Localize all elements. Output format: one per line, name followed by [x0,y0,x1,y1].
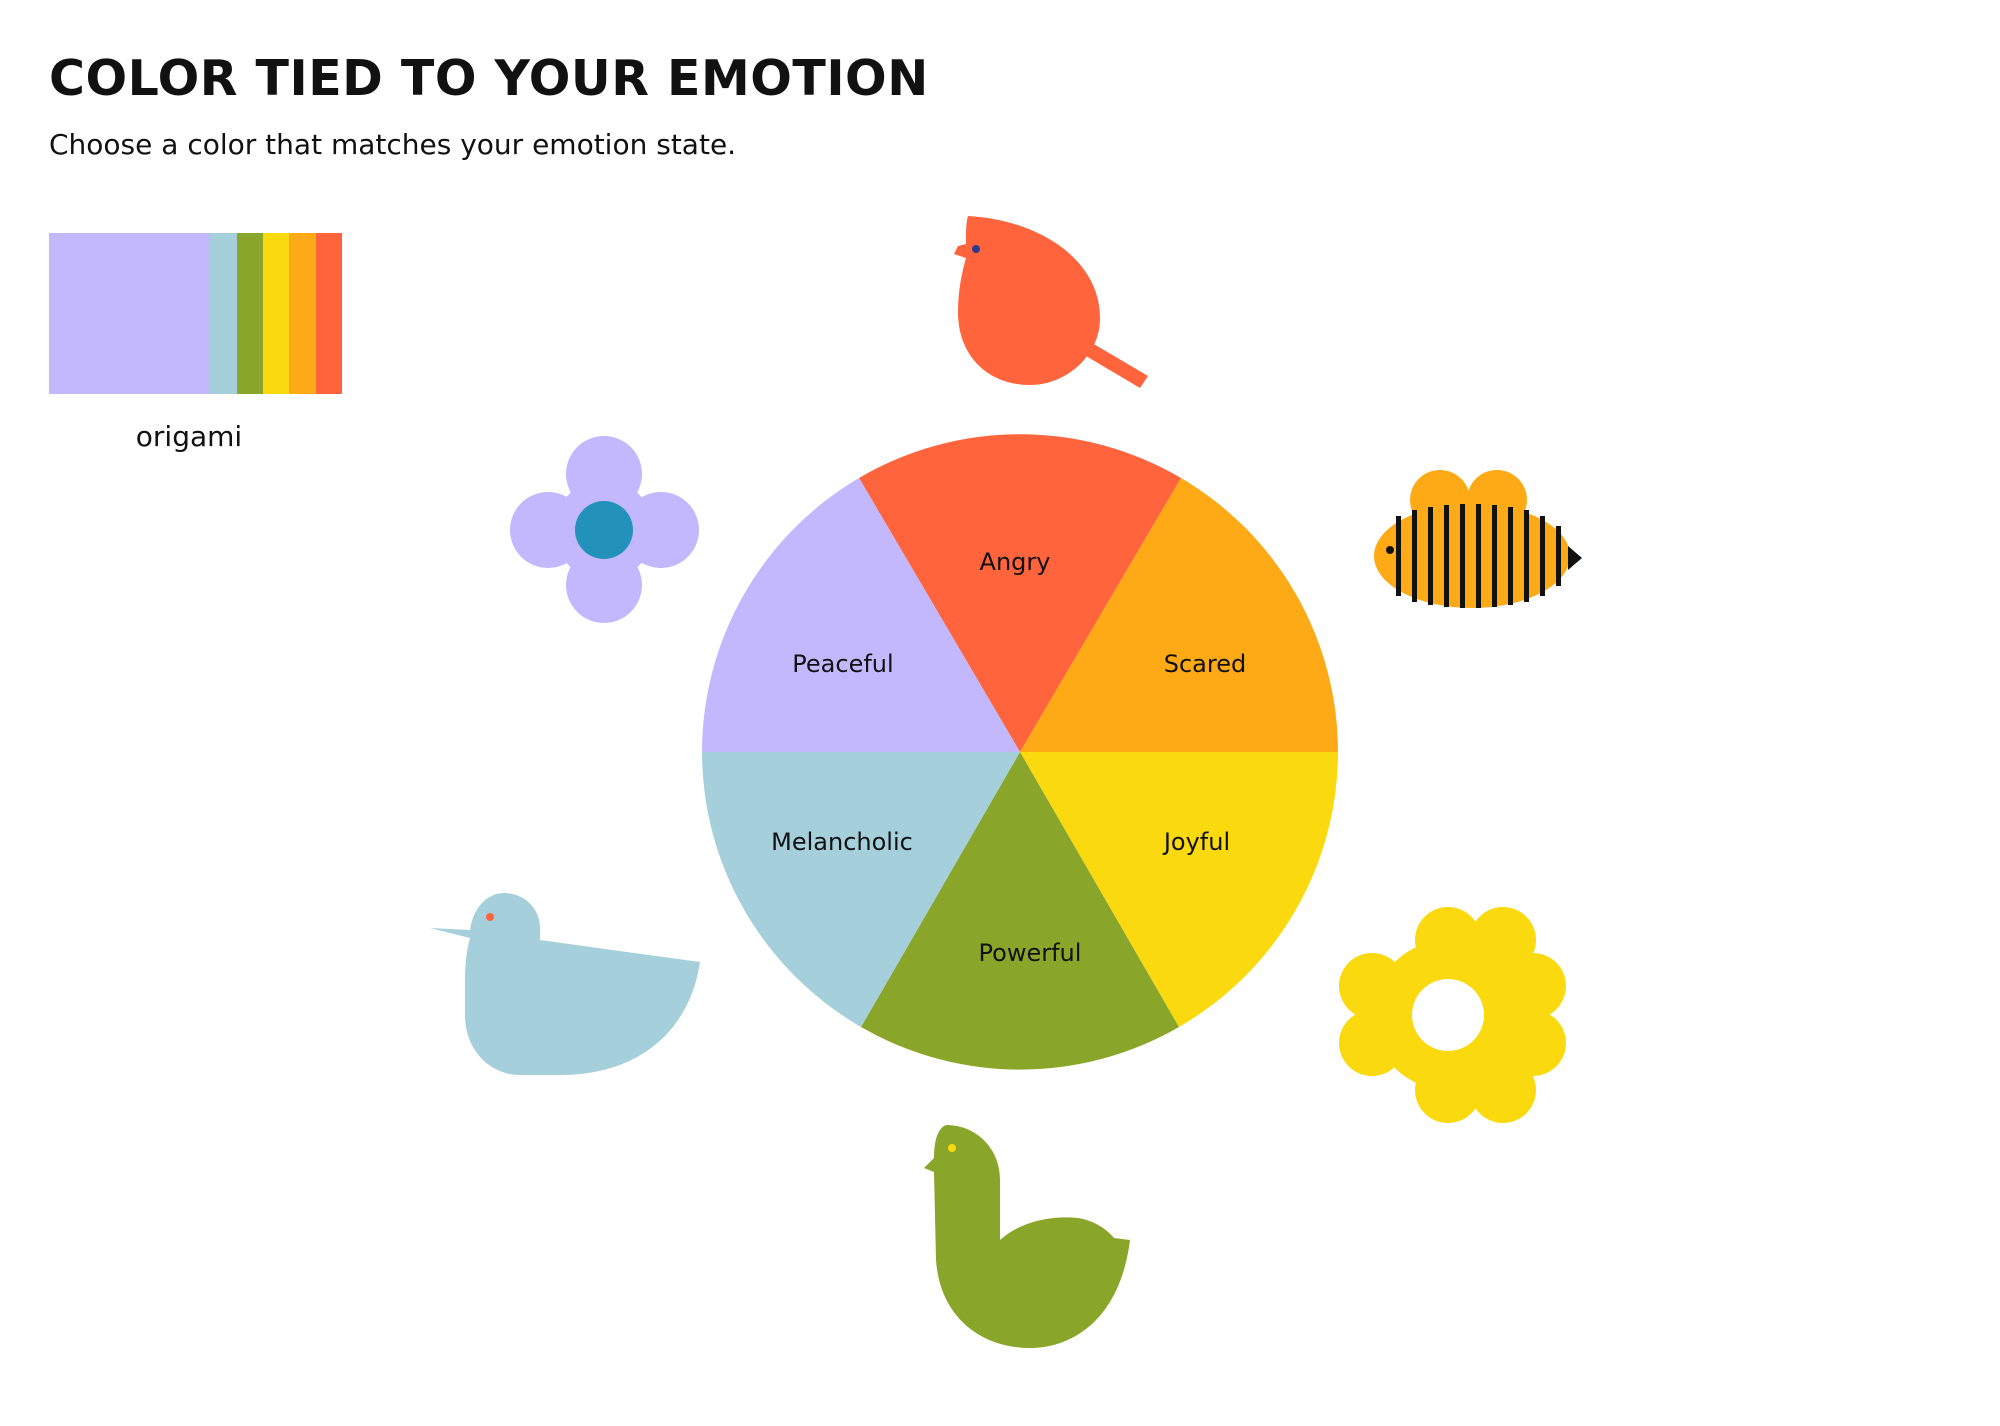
wheel-segment-powerful[interactable] [861,752,1179,1070]
page-title: COLOR TIED TO YOUR EMOTION [49,50,929,107]
palette-swatch-2 [210,233,237,394]
orange-bird-icon [954,216,1148,388]
bee-stripes [1396,504,1561,608]
blue-bird-icon [430,893,700,1075]
wheel-segment-melancholic[interactable] [702,752,1020,1027]
page-subtitle: Choose a color that matches your emotion… [49,128,737,161]
wheel-segment-joyful[interactable] [1020,752,1338,1027]
wheel-label-melancholic: Melancholic [771,828,913,856]
palette-name: origami [135,420,243,453]
emotion-wheel: Angry Scared Joyful Powerful Melancholic… [702,434,1338,1070]
color-palette [49,233,343,394]
wheel-label-scared: Scared [1164,650,1246,678]
bee-eye [1386,546,1394,554]
blue-bird-eye [486,913,494,921]
wheel-label-angry: Angry [980,548,1051,576]
green-bird-icon [924,1125,1130,1348]
wheel-segment-peaceful[interactable] [702,478,1020,752]
bee-body [1374,504,1570,608]
bee-stinger [1568,546,1582,570]
purple-flower-icon [510,436,699,623]
wheel-label-powerful: Powerful [979,939,1082,967]
palette-swatch-5 [289,233,316,394]
wheel-segment-angry[interactable] [859,434,1181,752]
bee-icon [1374,470,1582,608]
yellow-flower-icon [1339,907,1566,1123]
palette-swatch-4 [262,233,290,394]
wheel-label-peaceful: Peaceful [792,650,893,678]
palette-swatch-6 [315,233,343,394]
wheel-segment-scared[interactable] [1020,478,1338,752]
palette-swatch-3 [236,233,263,394]
palette-swatch-1 [49,233,211,394]
orange-bird-eye [972,245,980,253]
purple-flower-center [575,501,633,559]
wheel-label-joyful: Joyful [1162,828,1230,856]
yellow-flower-center [1412,979,1484,1051]
green-bird-eye [948,1144,956,1152]
